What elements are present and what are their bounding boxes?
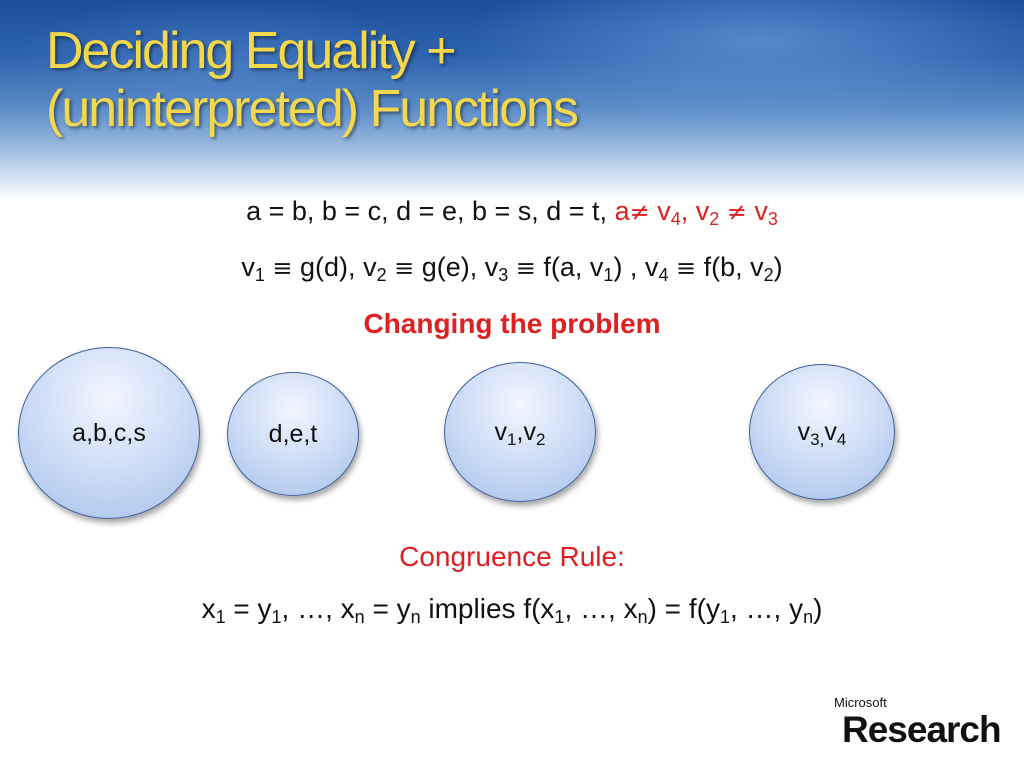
equivalence-class-v3v4: v3,v4 [749, 364, 895, 500]
var-v1: v [494, 417, 508, 446]
equals: = [656, 593, 689, 624]
var-v3: v [754, 196, 768, 226]
var-v2: v [363, 252, 377, 282]
disequalities: a≠ v4, v2 ≠ v3 [614, 196, 778, 229]
subscript-n: n [354, 607, 365, 627]
class-label: a,b,c,s [72, 418, 146, 447]
logo-microsoft-text: Microsoft [834, 695, 887, 710]
f-open: f( [523, 593, 541, 624]
logo-research-text: Research [842, 709, 1002, 750]
neq-symbol: ≠ [726, 198, 747, 226]
term-g-d: g(d), [300, 252, 364, 282]
subscript-1: 1 [554, 607, 565, 627]
f-open: f( [688, 593, 706, 624]
title-line-2: (uninterpreted) Functions [46, 80, 579, 138]
subscript-n: n [410, 607, 421, 627]
var-xn: x [340, 593, 355, 624]
subscript-1: 1 [254, 265, 265, 285]
slide-title: Deciding Equality + (uninterpreted) Func… [46, 22, 579, 138]
equivalence-class-v1v2: v1,v2 [444, 362, 596, 502]
subscript-1: 1 [719, 607, 730, 627]
term-f-b: f(b, [703, 252, 751, 282]
var-v3: v [484, 252, 499, 282]
subscript-1: 1 [271, 607, 282, 627]
subscript-2: 2 [709, 209, 720, 229]
ellipsis: , …, [729, 593, 790, 624]
subscript-4: 4 [670, 209, 681, 229]
var-v4: v [824, 417, 837, 446]
definitions-line: v1 ≡ g(d), v2 ≡ g(e), v3 ≡ f(a, v1) , v4… [0, 252, 1024, 285]
var-y1: y [705, 593, 720, 624]
subscript-1: 1 [603, 265, 614, 285]
var-a: a [614, 196, 630, 226]
comma: , [516, 417, 524, 446]
congruence-rule-heading: Congruence Rule: [399, 541, 625, 572]
term-f-a: f(a, [543, 252, 590, 282]
close-paren: ) [647, 593, 657, 624]
subscript-3: 3 [498, 265, 509, 285]
subscript-3: 3 [767, 209, 778, 229]
equals: = [364, 593, 397, 624]
subscript-1: 1 [507, 429, 517, 449]
equivalence-class-abcs: a,b,c,s [18, 347, 200, 519]
equalities-line: a = b, b = c, d = e, b = s, d = t, a≠ v4… [0, 196, 1024, 229]
subscript-2: 2 [763, 265, 774, 285]
close-paren: ) [813, 593, 823, 624]
var-v1: v [589, 252, 604, 282]
equals: = [225, 593, 258, 624]
var-v4: v [644, 252, 659, 282]
var-xn: x [623, 593, 638, 624]
var-v2: v [750, 252, 764, 282]
subscript-3: 3, [810, 429, 825, 449]
class-label: v1,v2 [494, 417, 546, 449]
var-v2: v [523, 417, 536, 446]
term-g-e: g(e), [421, 252, 485, 282]
equiv-symbol: ≡ [675, 254, 697, 282]
header-background [0, 0, 1024, 200]
subscript-2: 2 [535, 429, 546, 449]
var-yn: y [789, 593, 804, 624]
equalities-text: a = b, b = c, d = e, b = s, d = t, [246, 196, 608, 226]
equiv-symbol: ≡ [272, 254, 293, 282]
equiv-symbol: ≡ [515, 254, 536, 282]
subscript-n: n [803, 607, 814, 627]
ellipsis: , …, [564, 593, 624, 624]
subscript-n: n [637, 607, 648, 627]
subscript-4: 4 [658, 265, 669, 285]
microsoft-research-logo: Microsoft Research [832, 695, 1002, 755]
close-paren: ) [773, 252, 783, 282]
title-line-1: Deciding Equality + [46, 22, 457, 80]
changing-the-problem-heading: Changing the problem [363, 308, 661, 339]
equiv-symbol: ≡ [394, 254, 415, 282]
var-x1: x [540, 593, 555, 624]
ellipsis: , …, [281, 593, 341, 624]
close-paren: ) , [613, 252, 645, 282]
subscript-1: 1 [215, 607, 226, 627]
class-label: v3,v4 [797, 417, 847, 449]
congruence-rule-formula: x1 = y1, …, xn = yn implies f(x1, …, xn)… [0, 593, 1024, 627]
var-v3: v [797, 417, 811, 446]
neq-symbol: ≠ [629, 198, 650, 226]
subscript-2: 2 [376, 265, 387, 285]
var-x1: x [201, 593, 216, 624]
comma: , [680, 196, 689, 226]
var-v2: v [695, 196, 710, 226]
var-v1: v [241, 252, 255, 282]
class-label: d,e,t [268, 419, 318, 448]
var-yn: y [396, 593, 411, 624]
implies-text: implies [420, 593, 524, 624]
var-y1: y [257, 593, 272, 624]
subscript-4: 4 [836, 429, 847, 449]
var-v4: v [657, 196, 671, 226]
equivalence-class-det: d,e,t [227, 372, 359, 496]
